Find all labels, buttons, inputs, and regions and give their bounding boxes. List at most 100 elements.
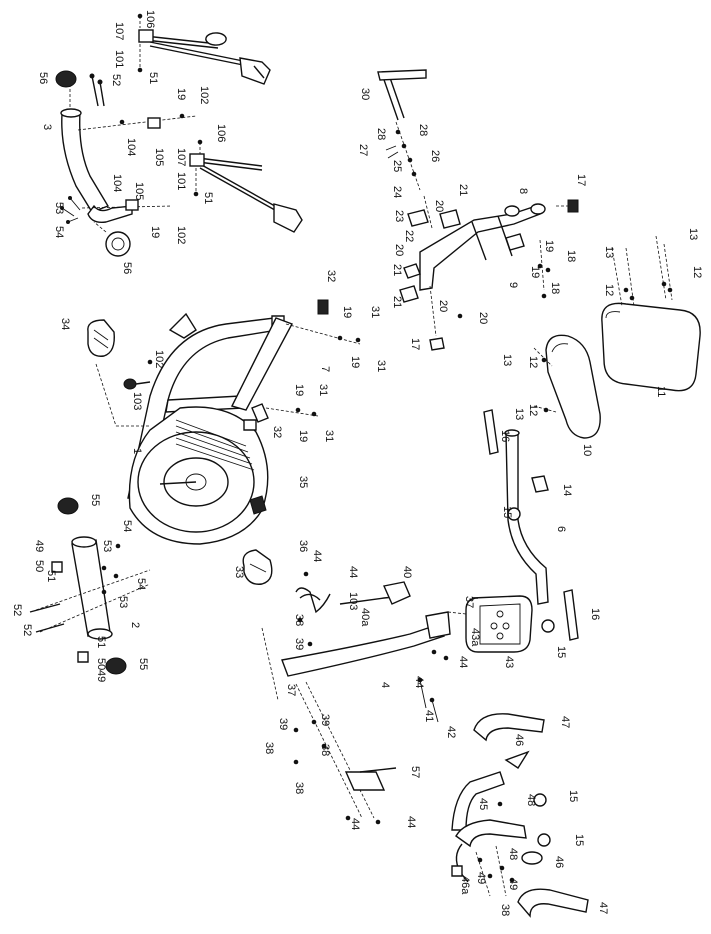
callout-16: 16 bbox=[589, 608, 601, 620]
callout-52: 51 bbox=[202, 192, 214, 204]
callout-46: 46 bbox=[513, 734, 525, 746]
callout-56: 55 bbox=[89, 494, 101, 506]
callout-1: 1 bbox=[131, 448, 143, 454]
seat-cushion-10 bbox=[533, 334, 601, 439]
callout-25: 24 bbox=[391, 186, 403, 198]
callout-54: 53 bbox=[53, 202, 65, 214]
callout-40: 40 bbox=[401, 566, 413, 578]
callout-39: 39 bbox=[319, 714, 331, 726]
callout-17: 17 bbox=[409, 338, 421, 350]
callout-19: 19 bbox=[543, 240, 555, 252]
rear-stabilizer-4 bbox=[261, 571, 451, 825]
callout-42: 42 bbox=[445, 726, 457, 738]
callout-50: 49 bbox=[33, 540, 45, 552]
callout-4: 4 bbox=[379, 682, 391, 688]
callout-56: 55 bbox=[137, 658, 149, 670]
callout-100: 102 bbox=[153, 350, 165, 368]
callout-21: 20 bbox=[477, 312, 489, 324]
callout-10: 10 bbox=[581, 444, 593, 456]
callout-58: 57 bbox=[409, 766, 421, 778]
pedals-and-knob bbox=[87, 319, 273, 585]
callout-38: 38 bbox=[293, 782, 305, 794]
callout-47: 47 bbox=[597, 902, 609, 914]
callout-32: 32 bbox=[325, 270, 337, 282]
callout-52: 51 bbox=[147, 72, 159, 84]
callout-48: 48 bbox=[507, 848, 519, 860]
callout-2: 2 bbox=[129, 622, 141, 628]
callout-50: 49 bbox=[95, 670, 107, 682]
callout-21: 20 bbox=[437, 300, 449, 312]
callout-39: 39 bbox=[277, 718, 289, 730]
callout-19: 19 bbox=[175, 88, 187, 100]
callout-31: 31 bbox=[369, 306, 381, 318]
callout-29: 28 bbox=[375, 128, 387, 140]
callout-43a: 43a bbox=[469, 628, 481, 647]
callout-84: 101 bbox=[175, 172, 187, 190]
callout-46: 46 bbox=[553, 856, 565, 868]
callout-49: 49 bbox=[475, 872, 487, 884]
callout-44: 44 bbox=[413, 676, 425, 688]
callout-12: 12 bbox=[691, 266, 703, 278]
callout-19: 19 bbox=[293, 384, 305, 396]
callout-14: 14 bbox=[561, 484, 573, 496]
callout-34: 34 bbox=[59, 318, 71, 330]
callout-12: 12 bbox=[603, 284, 615, 296]
callout-24: 23 bbox=[393, 210, 405, 222]
callout-8: 8 bbox=[517, 188, 529, 194]
backrest-11 bbox=[601, 235, 701, 392]
callout-52: 51 bbox=[95, 636, 107, 648]
callout-15: 15 bbox=[501, 506, 513, 518]
callout-44: 44 bbox=[405, 816, 417, 828]
callout-32: 32 bbox=[271, 426, 283, 438]
callout-37: 37 bbox=[285, 684, 297, 696]
callout-36: 36 bbox=[297, 540, 309, 552]
callout-103: 105 bbox=[133, 182, 145, 200]
callout-94: 102 bbox=[198, 86, 210, 104]
callout-6: 6 bbox=[555, 526, 567, 532]
callout-57: 56 bbox=[37, 72, 49, 84]
callout-19: 19 bbox=[349, 356, 361, 368]
callout-15: 15 bbox=[573, 834, 585, 846]
callout-45: 45 bbox=[477, 798, 489, 810]
callout-49: 49 bbox=[507, 878, 519, 890]
callout-31: 31 bbox=[323, 430, 335, 442]
callout-13: 13 bbox=[687, 228, 699, 240]
seat-slide-tube-7 bbox=[230, 299, 361, 431]
callout-21: 20 bbox=[433, 200, 445, 212]
callout-26: 25 bbox=[391, 160, 403, 172]
callout-104: 106 bbox=[215, 124, 227, 142]
callout-102: 104 bbox=[125, 138, 137, 156]
callout-57: 56 bbox=[121, 262, 133, 274]
callout-51: 50 bbox=[95, 658, 107, 670]
callout-9: 9 bbox=[507, 282, 519, 288]
callout-33: 33 bbox=[233, 566, 245, 578]
callout-54: 53 bbox=[117, 596, 129, 608]
handlebar-assembly bbox=[451, 713, 589, 918]
callout-38: 38 bbox=[319, 744, 331, 756]
callout-11: 11 bbox=[655, 386, 667, 397]
callout-12: 12 bbox=[527, 404, 539, 416]
console-43 bbox=[447, 595, 533, 653]
callout-104: 106 bbox=[144, 10, 156, 28]
callout-20: 21 bbox=[457, 184, 469, 196]
callout-22: 21 bbox=[391, 264, 403, 276]
callout-52: 51 bbox=[45, 570, 57, 582]
callout-19: 19 bbox=[149, 226, 161, 238]
callout-101: 103 bbox=[131, 392, 143, 410]
callout-46a: 46a bbox=[459, 876, 471, 895]
callout-55: 54 bbox=[53, 226, 65, 238]
callout-44: 44 bbox=[311, 550, 323, 562]
callout-13: 13 bbox=[501, 354, 513, 366]
callout-13: 13 bbox=[603, 246, 615, 258]
callout-37: 37 bbox=[463, 596, 475, 608]
callout-7: 7 bbox=[319, 366, 331, 372]
callout-19: 19 bbox=[529, 266, 541, 278]
callout-38: 38 bbox=[293, 614, 305, 626]
callout-15: 15 bbox=[555, 646, 567, 658]
callout-54: 53 bbox=[101, 540, 113, 552]
callout-20: 21 bbox=[391, 296, 403, 308]
callout-105: 107 bbox=[175, 148, 187, 166]
callout-44: 44 bbox=[457, 656, 469, 668]
crank-arm-3 bbox=[55, 70, 197, 257]
